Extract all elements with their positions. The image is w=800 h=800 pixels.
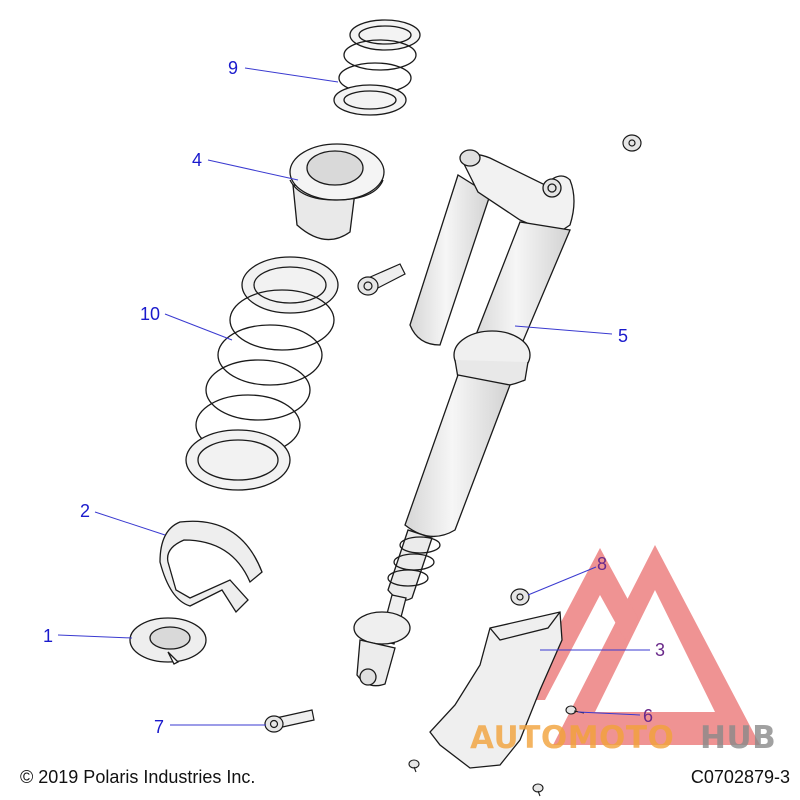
- drawing-number: C0702879-3: [690, 767, 790, 787]
- leader-line-10: [164, 313, 233, 341]
- part-10-main-spring: [185, 256, 339, 491]
- callout-4: 4: [192, 150, 202, 170]
- part-2-retainer-clip: [159, 520, 263, 614]
- leader-line-6: [577, 711, 641, 716]
- watermark-text-automoto: AUTOMOTO: [470, 720, 674, 756]
- part-screw-lower-left: [408, 759, 420, 773]
- leader-line-8: [527, 566, 597, 596]
- callout-7: 7: [154, 717, 164, 737]
- leader-line-4: [207, 159, 299, 181]
- watermark-wordmark: AUTOMOTO HUB: [470, 720, 776, 756]
- callout-labels: 9 4 10 5 2 1 8 3 6 7: [43, 58, 665, 737]
- watermark-text-hub: HUB: [700, 720, 776, 756]
- copyright-notice: © 2019 Polaris Industries Inc.: [20, 767, 256, 787]
- leader-line-5: [514, 325, 613, 335]
- leader-line-2: [94, 511, 166, 536]
- callout-3: 3: [655, 640, 665, 660]
- watermark-triangle-outer: [553, 545, 760, 745]
- callout-6: 6: [643, 706, 653, 726]
- callout-5: 5: [618, 326, 628, 346]
- part-7-bolt: [264, 709, 315, 733]
- part-8-nut: [510, 588, 530, 606]
- callout-9: 9: [228, 58, 238, 78]
- part-screw-lower-right: [532, 783, 544, 797]
- part-3-shock-guard: [429, 611, 563, 769]
- part-1-spring-seat: [129, 617, 207, 665]
- part-nut-upper: [622, 134, 642, 152]
- leader-line-1: [57, 634, 133, 639]
- leader-line-9: [244, 67, 339, 83]
- callout-8: 8: [597, 554, 607, 574]
- part-5-shock-absorber: [353, 149, 575, 687]
- part-4-spring-adapter: [289, 143, 385, 241]
- leader-lines: [57, 67, 650, 726]
- callout-2: 2: [80, 501, 90, 521]
- part-9-tender-spring: [333, 19, 421, 116]
- part-bolt-upper: [357, 263, 406, 296]
- callout-1: 1: [43, 626, 53, 646]
- callout-10: 10: [140, 304, 160, 324]
